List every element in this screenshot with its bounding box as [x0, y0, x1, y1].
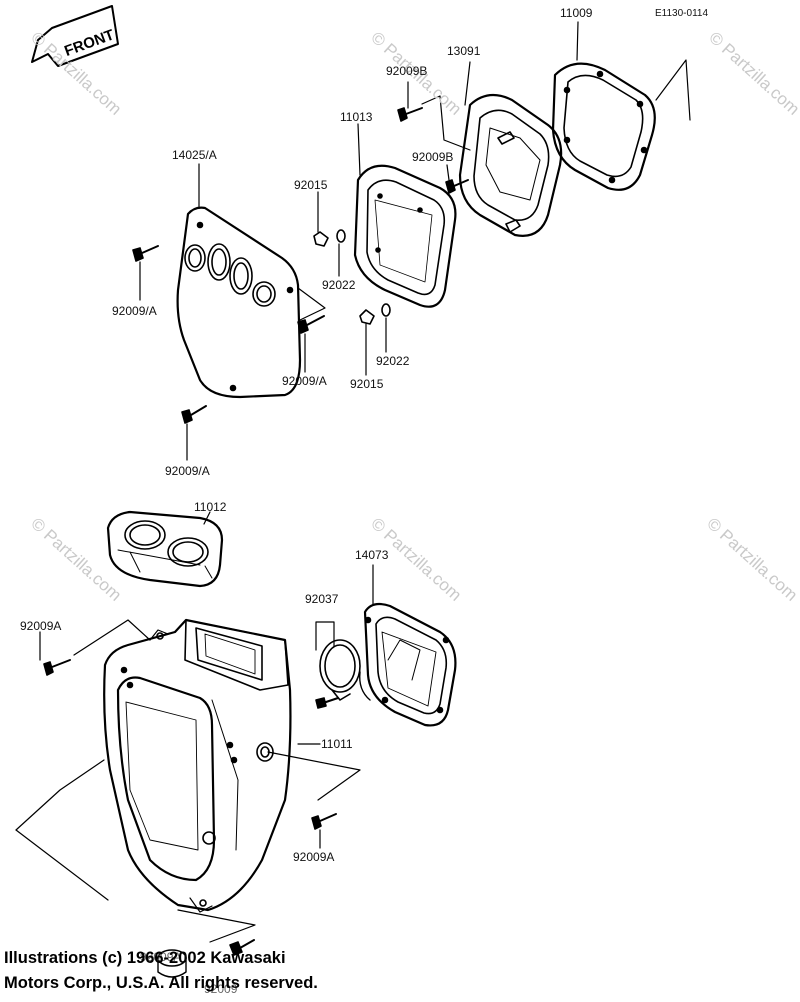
part-label-92009a-mid: 92009/A: [282, 374, 327, 388]
part-label-92009a-lower-right: 92009A: [293, 850, 335, 864]
wing-bolt-92015-bot: [359, 309, 375, 376]
washer-92022-bot: [381, 303, 391, 353]
part-label-92009a-base: 92009A: [140, 950, 182, 964]
part-label-11012: 11012: [194, 500, 227, 514]
part-label-14025a: 14025/A: [172, 148, 217, 162]
part-label-92009b-top: 92009B: [386, 64, 428, 78]
part-label-13091: 13091: [447, 44, 481, 58]
screw-92009a-bottom: [181, 405, 207, 461]
part-label-92022-bot: 92022: [376, 354, 410, 368]
part-label-11011: 11011: [321, 737, 353, 751]
wing-bolt-92015-top: [313, 191, 329, 247]
part-label-11009: 11009: [560, 6, 593, 20]
diagram-code: E1130-0114: [655, 8, 709, 19]
side-cover-14025a: [176, 206, 302, 399]
part-label-92037: 92037: [305, 592, 339, 606]
part-label-14073: 14073: [355, 548, 389, 562]
part-label-92009a-bottom: 92009/A: [165, 464, 210, 478]
copyright-line-1: Illustrations (c) 1966-2002 Kawasaki: [4, 949, 286, 967]
part-label-92015-top: 92015: [294, 178, 328, 192]
gasket-11009: [551, 59, 691, 191]
air-box-11011: [15, 618, 292, 913]
part-label-92009a-left: 92009/A: [112, 304, 157, 318]
part-label-92009a-lower-left: 92009A: [20, 619, 62, 633]
screw-92009a-lower-right: [311, 813, 337, 849]
copyright-notice: Illustrations (c) 1966-2002 Kawasaki Mot…: [4, 946, 318, 996]
holder-14073: [359, 602, 457, 727]
screw-92009a-base: [157, 909, 256, 978]
copyright-line-2: Motors Corp., U.S.A. All rights reserved…: [4, 974, 318, 992]
intake-duct-11012: [106, 510, 224, 588]
part-label-92022-top: 92022: [322, 278, 356, 292]
front-arrow-icon: [31, 5, 119, 67]
screw-92009a-lower-left: [39, 619, 151, 676]
part-label-92009-foot: 92009: [204, 982, 238, 996]
part-label-92009b-mid: 92009B: [412, 150, 454, 164]
screw-92009b-top: [397, 107, 423, 122]
screw-92009a-left: [132, 245, 159, 301]
air-filter-element-11013: [353, 164, 457, 308]
cover-plate-13091: [458, 93, 563, 237]
washer-92022-top: [336, 229, 346, 277]
screw-92009a-mid: [297, 315, 325, 373]
screw-92009b-mid: [445, 179, 469, 194]
clamp-92037: [315, 639, 361, 709]
part-label-92015-bot: 92015: [350, 377, 384, 391]
part-label-11013: 11013: [340, 110, 373, 124]
